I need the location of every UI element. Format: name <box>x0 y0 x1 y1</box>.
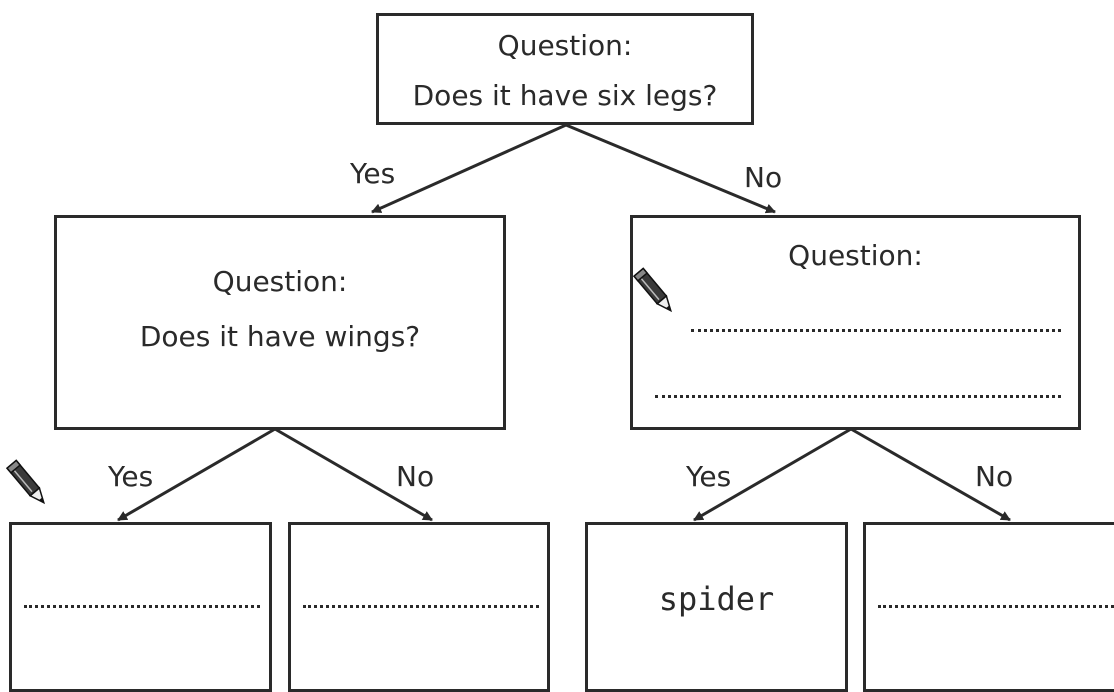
right-answer-line-1[interactable] <box>691 329 1061 332</box>
leaf-box-3: spider <box>585 522 848 692</box>
leaf-3-answer: spider <box>658 580 775 618</box>
leaf-1-answer-line[interactable] <box>24 605 260 608</box>
leaf-box-2 <box>288 522 550 692</box>
branch-label-right-no: No <box>975 460 1014 493</box>
arrow-root-yes <box>371 123 567 214</box>
root-question-box: Question: Does it have six legs? <box>376 13 754 125</box>
pencil-icon <box>632 267 673 313</box>
arrow-right-no <box>850 427 1011 522</box>
root-heading: Question: <box>497 29 633 62</box>
connector-lines <box>117 123 1011 522</box>
right-answer-line-2[interactable] <box>655 395 1061 398</box>
arrow-root-no <box>565 123 776 214</box>
leaf-4-answer-line[interactable] <box>878 605 1114 608</box>
left-question-box: Question: Does it have wings? <box>54 215 506 430</box>
branch-label-root-yes: Yes <box>350 157 396 190</box>
arrow-right-yes <box>693 427 852 522</box>
leaf-2-answer-line[interactable] <box>303 605 539 608</box>
branch-label-root-no: No <box>744 161 783 194</box>
leaf-box-1 <box>9 522 272 692</box>
leaf-box-4 <box>863 522 1114 692</box>
root-question: Does it have six legs? <box>412 79 718 112</box>
arrow-left-yes <box>117 427 276 522</box>
pencil-icon <box>5 459 46 505</box>
classification-key-diagram: Question: Does it have six legs? Yes No … <box>5 13 1114 692</box>
left-heading: Question: <box>212 265 348 298</box>
branch-label-left-no: No <box>396 460 435 493</box>
branch-label-right-yes: Yes <box>686 460 732 493</box>
branch-label-left-yes: Yes <box>108 460 154 493</box>
right-question-box: Question: <box>630 215 1081 430</box>
arrow-left-no <box>274 427 433 522</box>
right-heading: Question: <box>788 239 923 272</box>
left-question: Does it have wings? <box>139 320 421 353</box>
